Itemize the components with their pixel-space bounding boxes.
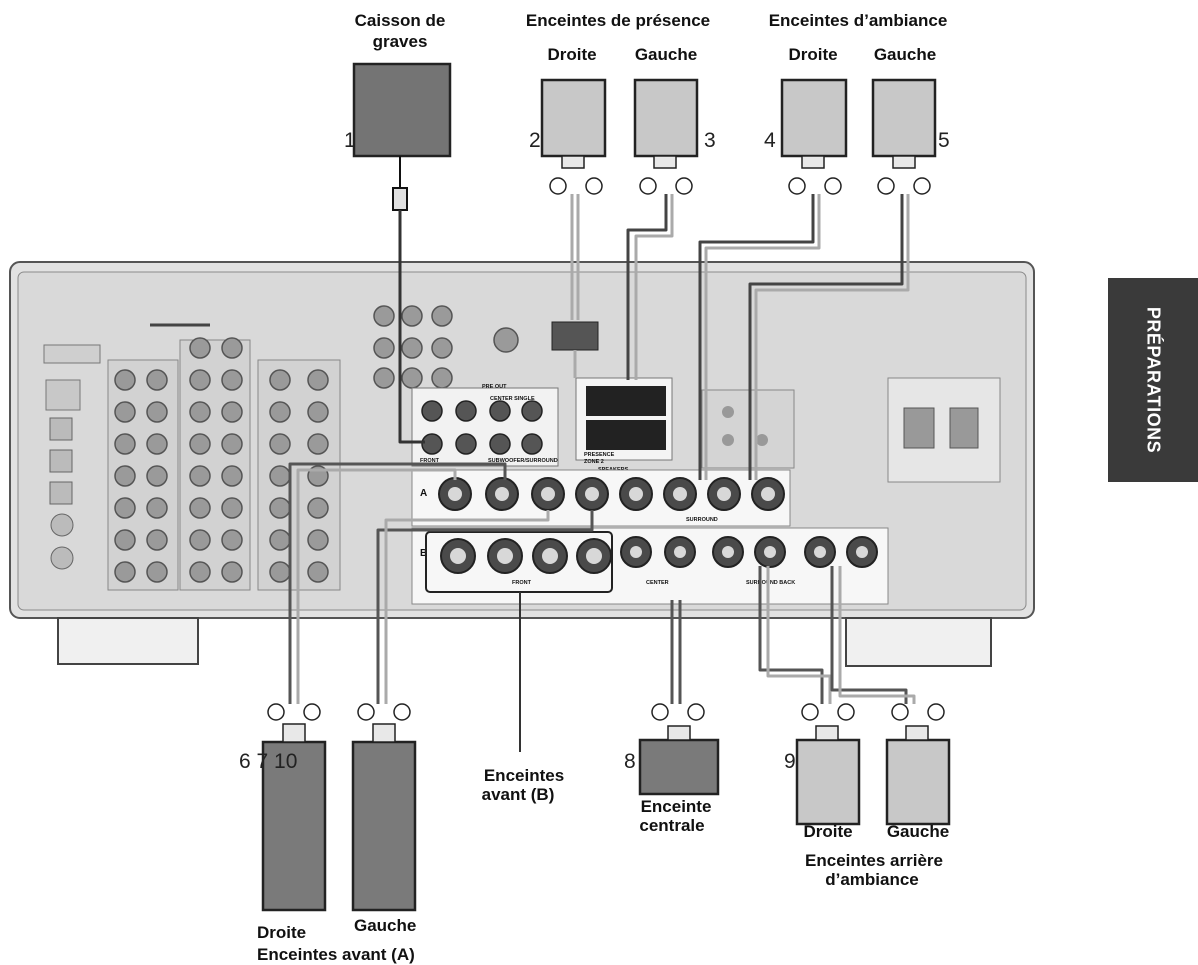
- section-tab-label: PRÉPARATIONS: [1143, 306, 1164, 454]
- center-label-line1: Enceinte: [641, 797, 712, 816]
- labels: Caisson de graves Enceintes de présence …: [257, 11, 949, 964]
- ambience-right-cable: [698, 194, 815, 480]
- subwoofer-label-line1: Caisson de: [355, 11, 446, 30]
- callout-2: 2: [529, 129, 541, 152]
- front-a-left-label: Gauche: [354, 916, 416, 935]
- row-a-label: A: [420, 488, 427, 499]
- callout-numbers: 1 2 3 4 5 6 7 10 8 9: [239, 129, 950, 773]
- presence-speaker-right: [540, 78, 607, 195]
- rear-title-line2: d’ambiance: [825, 870, 919, 889]
- presence-label: PRESENCE: [584, 452, 615, 458]
- center-single-label: CENTER SINGLE: [490, 396, 535, 402]
- presence-speaker-left: [633, 78, 699, 195]
- subwoofer: [352, 62, 452, 211]
- front-a-right-label: Droite: [257, 923, 306, 942]
- ambience-title: Enceintes d’ambiance: [769, 11, 948, 30]
- callout-5: 5: [938, 129, 950, 152]
- center-speaker: [638, 703, 720, 796]
- speaker-terminals: A B SURROUND FRONT CENTER SURROUND BACK: [411, 469, 889, 605]
- pre-out-block: PRE OUT CENTER SINGLE FRONT SUBWOOFER/SU…: [411, 384, 559, 467]
- front-b-label-line1: Enceintes: [484, 766, 564, 785]
- rear-left-label: Gauche: [887, 822, 949, 841]
- center-terminal-label: CENTER: [646, 580, 669, 586]
- front-a-left-cable: [376, 510, 594, 704]
- callout-4: 4: [764, 129, 776, 152]
- ambience-left-cable: [748, 194, 904, 480]
- row-b-label: B: [420, 548, 427, 559]
- section-tab: PRÉPARATIONS: [1108, 278, 1198, 482]
- right-foot: [845, 617, 992, 667]
- rca-jacks: [114, 305, 519, 583]
- presence-right-label: Droite: [547, 45, 596, 64]
- pre-out-label: PRE OUT: [482, 384, 507, 390]
- pre-out-front-label: FRONT: [420, 458, 440, 464]
- speaker-cables: [288, 194, 916, 752]
- surround-back-label: SURROUND BACK: [746, 580, 795, 586]
- rear-speaker-left: [885, 703, 951, 826]
- panel-right-section: [701, 377, 1001, 483]
- ambience-speaker-left: [871, 78, 937, 195]
- left-foot: [57, 617, 199, 665]
- rear-right-label: Droite: [803, 822, 852, 841]
- center-cable: [670, 600, 682, 704]
- front-b-label-line2: avant (B): [482, 785, 555, 804]
- callout-1: 1: [344, 129, 356, 152]
- rear-speaker-right: [795, 703, 861, 826]
- subwoofer-cable: [398, 210, 425, 444]
- surround-label: SURROUND: [686, 517, 718, 523]
- center-label-line2: centrale: [639, 816, 704, 835]
- ambience-right-label: Droite: [788, 45, 837, 64]
- zone-label: ZONE 2: [584, 459, 604, 465]
- callout-6-7-10: 6 7 10: [239, 750, 297, 773]
- front-speaker-a-left: [351, 703, 417, 912]
- presence-right-cable: [570, 194, 580, 320]
- subwoofer-label-line2: graves: [373, 32, 428, 51]
- rear-title-line1: Enceintes arrière: [805, 851, 943, 870]
- front-speaker-a-right: [261, 703, 327, 912]
- callout-3: 3: [704, 129, 716, 152]
- ambience-left-label: Gauche: [874, 45, 936, 64]
- presence-title: Enceintes de présence: [526, 11, 710, 30]
- presence-left-label: Gauche: [635, 45, 697, 64]
- front-a-right-cable: [288, 462, 507, 704]
- pre-out-subwoofer-label: SUBWOOFER/SURROUND: [488, 458, 558, 464]
- ambience-speaker-right: [780, 78, 848, 195]
- front-b-terminal-label: FRONT: [512, 580, 532, 586]
- front-a-title: Enceintes avant (A): [257, 945, 415, 964]
- rear-right-cable: [758, 566, 824, 704]
- presence-left-cable: [626, 194, 668, 380]
- presence-switch-block: PRESENCE ZONE 2 SPEAKERS: [551, 321, 673, 473]
- callout-9: 9: [784, 750, 796, 773]
- callout-8: 8: [624, 750, 636, 773]
